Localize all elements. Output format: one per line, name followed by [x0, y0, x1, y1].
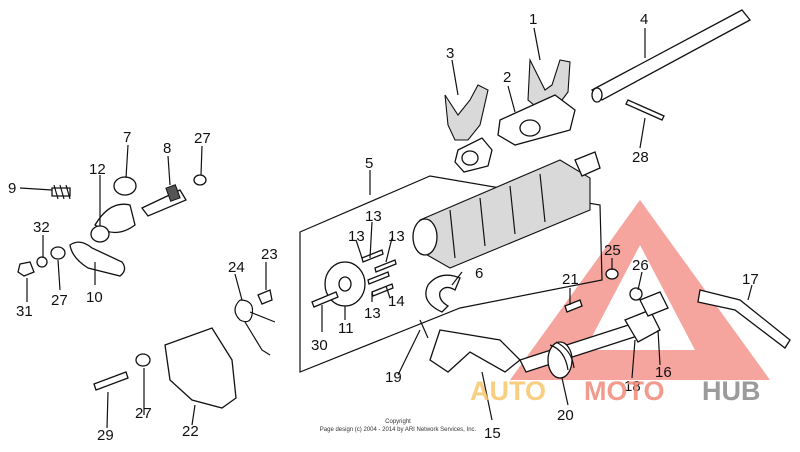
callout-19: 19	[385, 369, 402, 386]
stopper-arm-assembly	[17, 241, 126, 277]
callout-16: 16	[655, 364, 672, 381]
callout-17: 17	[742, 271, 759, 288]
drum-pins	[361, 249, 397, 297]
callout-27b: 27	[51, 292, 68, 309]
callout-6: 6	[475, 265, 483, 282]
detent-assembly	[51, 174, 207, 243]
callout-27c: 27	[135, 405, 152, 422]
callout-12: 12	[89, 161, 106, 178]
callout-11: 11	[338, 320, 354, 337]
callout-15: 15	[484, 425, 501, 442]
watermark-auto: AUTO	[470, 376, 546, 406]
callout-13b: 13	[348, 228, 365, 245]
pin	[625, 99, 665, 121]
callout-3: 3	[446, 45, 454, 62]
callout-9: 9	[8, 180, 16, 197]
callout-8: 8	[163, 140, 171, 157]
guide-plate	[164, 327, 237, 409]
spindle-hardware	[564, 268, 669, 343]
callout-10: 10	[86, 289, 103, 306]
shift-drum	[412, 151, 601, 269]
callout-31: 31	[16, 303, 33, 320]
callout-14: 14	[388, 293, 405, 310]
copyright-line1: Copyright	[385, 419, 411, 425]
callout-2: 2	[503, 69, 511, 86]
callout-5: 5	[365, 155, 373, 172]
watermark-text: AUTO MOTO HUB	[470, 376, 761, 406]
fork-shaft	[590, 9, 751, 103]
callout-23: 23	[261, 246, 278, 263]
callout-labels: 1 2 3 4 5 6 7 8 9 10 11 12 13 13 13 13 1…	[8, 11, 759, 444]
watermark-logo	[510, 200, 770, 380]
callout-27a: 27	[194, 130, 211, 147]
watermark-hub: HUB	[702, 376, 761, 406]
callout-13d: 13	[364, 305, 381, 322]
callout-26: 26	[632, 257, 649, 274]
bolt-washer	[93, 353, 151, 391]
callout-21: 21	[562, 271, 579, 288]
callout-24: 24	[228, 259, 245, 276]
callout-29: 29	[97, 427, 114, 444]
callout-22: 22	[182, 423, 199, 440]
callout-13c: 13	[388, 228, 405, 245]
shift-fork-right	[497, 57, 576, 146]
callout-20: 20	[557, 407, 574, 424]
copyright-line2: Page design (c) 2004 - 2014 by ARI Netwo…	[320, 427, 477, 433]
shift-fork-left	[444, 84, 493, 173]
assembly-outline	[299, 175, 603, 373]
return-spring	[234, 289, 276, 356]
watermark-moto: MOTO	[584, 376, 665, 406]
pedal-shaft	[697, 289, 791, 349]
callout-28: 28	[632, 149, 649, 166]
callout-32: 32	[33, 219, 50, 236]
callout-30: 30	[311, 337, 328, 354]
shift-arm	[419, 319, 521, 373]
leader-lines	[19, 27, 753, 429]
callout-13a: 13	[365, 208, 382, 225]
stopper-plate	[425, 274, 461, 313]
callout-4: 4	[640, 11, 648, 28]
callout-25: 25	[604, 242, 621, 259]
gearshift-spindle	[519, 317, 657, 379]
callout-1: 1	[529, 11, 537, 28]
callout-18: 18	[624, 378, 641, 395]
callout-7: 7	[123, 129, 131, 146]
screw	[311, 291, 339, 308]
